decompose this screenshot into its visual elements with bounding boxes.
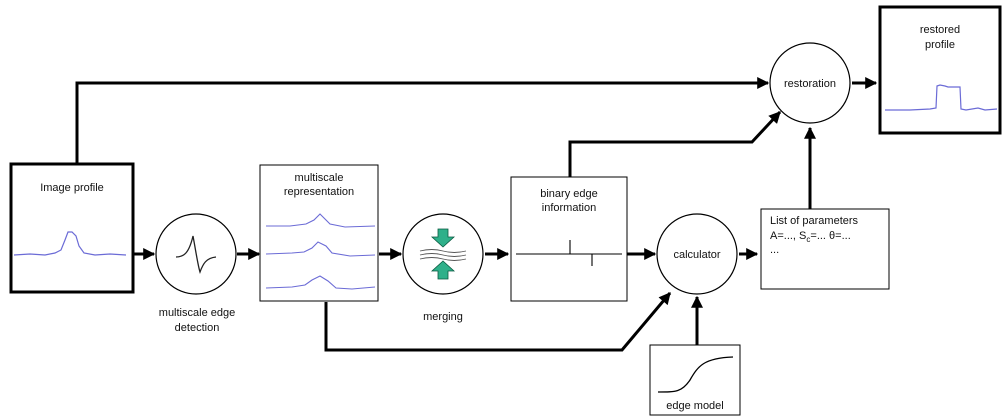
binary-edge-block: binary edge information xyxy=(510,176,628,302)
edge-model-frame xyxy=(649,344,741,416)
edge-detection-label-2: detection xyxy=(175,322,220,334)
image-profile-signal xyxy=(13,231,127,256)
restoration-circle xyxy=(769,42,851,124)
calculator-block: calculator xyxy=(656,213,738,295)
binary-edge-frame xyxy=(510,176,628,302)
image-profile-frame xyxy=(9,162,135,294)
restored-profile-frame xyxy=(878,5,1002,135)
parameters-rest: =... θ=... xyxy=(810,230,850,242)
merge-down-arrow-icon xyxy=(430,228,456,248)
binary-edge-label-2: information xyxy=(542,202,596,214)
parameters-sub-c: c xyxy=(806,235,810,244)
derivative-kernel-icon xyxy=(175,235,217,274)
scale-signal-3 xyxy=(265,275,376,290)
binary-edge-label-1: binary edge xyxy=(540,188,598,200)
restored-profile-label-2: profile xyxy=(925,39,955,51)
multiscale-representation-block: multiscale representation xyxy=(259,164,379,302)
scale-signal-1 xyxy=(266,213,376,228)
representation-label-2: representation xyxy=(284,186,354,198)
merging-block: merging xyxy=(402,213,484,323)
binary-edge-signal xyxy=(516,240,622,266)
merging-circle xyxy=(402,213,484,295)
scale-signal-2 xyxy=(265,241,376,257)
arrow-representation-to-calculator xyxy=(324,292,672,352)
parameters-ellipsis: ... xyxy=(770,244,779,256)
arrow-profile-to-restoration xyxy=(75,77,770,164)
image-profile-label: Image profile xyxy=(40,182,104,194)
restoration-label: restoration xyxy=(784,78,836,90)
representation-label-1: multiscale xyxy=(295,172,344,184)
parameters-values: A=..., Sc=... θ=... xyxy=(770,230,851,244)
parameters-a: A=..., S xyxy=(770,230,806,242)
edge-model-block: edge model xyxy=(649,344,741,416)
parameters-block: List of parameters A=..., Sc=... θ=... .… xyxy=(760,208,890,290)
restored-profile-signal xyxy=(885,84,998,111)
calculator-circle xyxy=(656,213,738,295)
parameters-title: List of parameters xyxy=(770,215,859,227)
restored-profile-block: restored profile xyxy=(878,5,1002,135)
sigmoid-curve-icon xyxy=(657,356,734,393)
restored-profile-label-1: restored xyxy=(920,24,960,36)
arrow-binary-to-restoration xyxy=(568,110,782,177)
restoration-block: restoration xyxy=(769,42,851,124)
merge-up-arrow-icon xyxy=(430,260,456,280)
representation-frame xyxy=(259,164,379,302)
edge-detection-block: multiscale edge detection xyxy=(155,213,237,334)
merging-label: merging xyxy=(423,311,463,323)
edge-detection-label-1: multiscale edge xyxy=(159,307,235,319)
merged-lines xyxy=(419,249,467,261)
parameters-frame xyxy=(760,208,890,290)
edge-model-label: edge model xyxy=(666,400,724,412)
connectors xyxy=(75,77,878,352)
calculator-label: calculator xyxy=(673,249,720,261)
image-profile-block: Image profile xyxy=(9,162,135,294)
